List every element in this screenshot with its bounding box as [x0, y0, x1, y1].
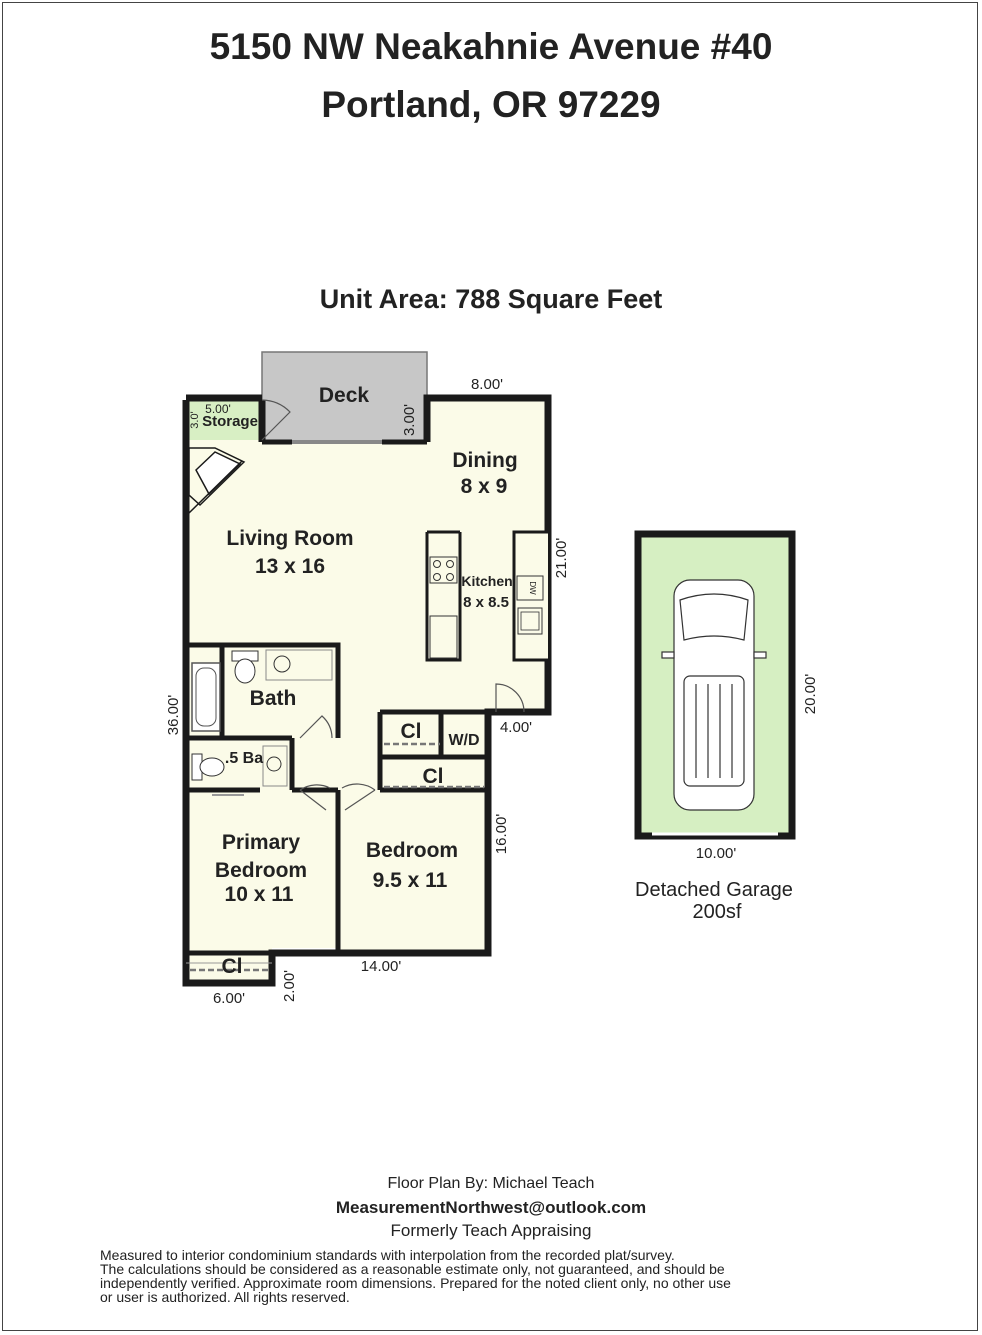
address-line-1: 5150 NW Neakahnie Avenue #40 — [209, 26, 773, 67]
unit-area: Unit Area: 788 Square Feet — [319, 284, 663, 314]
half-bath-walls — [186, 738, 295, 793]
dishwasher — [516, 575, 544, 601]
storage-area — [186, 400, 263, 440]
garage-dim-h: 20.00' — [802, 674, 819, 715]
range — [429, 556, 458, 584]
dim-closet-h: 2.00' — [281, 970, 298, 1002]
closet-label-3: Cl — [222, 955, 243, 978]
dim-bedroom: 16.00' — [493, 814, 510, 855]
dishwasher-label: DW — [528, 581, 537, 595]
primary-bedroom-label-1: Primary — [222, 831, 301, 854]
living-room-size: 13 x 16 — [255, 555, 325, 578]
kitchen-size: 8 x 8.5 — [463, 594, 509, 611]
storage-label: Storage — [202, 413, 258, 430]
dim-closet-w: 6.00' — [213, 990, 245, 1007]
half-bath-label: .5 Ba — [225, 750, 263, 767]
bedroom-walls — [183, 709, 488, 983]
living-room-label: Living Room — [226, 527, 353, 550]
deck-label: Deck — [319, 384, 370, 407]
disclaimer: Measured to interior condominium standar… — [100, 1248, 890, 1304]
disclaimer-line-2: The calculations should be considered as… — [100, 1261, 725, 1277]
storage-dim-w: 5.00' — [205, 402, 231, 416]
bedroom-size: 9.5 x 11 — [373, 869, 448, 892]
dining-size: 8 x 9 — [461, 475, 508, 498]
deck-dim: 3.00' — [401, 404, 418, 436]
dim-right: 21.00' — [553, 538, 570, 579]
garage-label: Detached Garage — [635, 879, 793, 901]
kitchen-label: Kitchen — [461, 573, 512, 589]
washer-dryer-label: W/D — [448, 732, 479, 749]
exterior-walls — [182, 394, 552, 987]
kitchen-sink — [517, 607, 543, 635]
bath-walls — [186, 642, 341, 741]
bedroom-label: Bedroom — [366, 839, 458, 862]
bath-door — [299, 715, 333, 739]
footer-author: Floor Plan By: Michael Teach — [387, 1175, 595, 1192]
bath-label: Bath — [250, 687, 297, 710]
storage-door — [261, 399, 291, 441]
garage-dim-w: 10.00' — [696, 845, 737, 862]
disclaimer-line-3: independently verified. Approximate room… — [100, 1275, 731, 1291]
disclaimer-line-4: or user is authorized. All rights reserv… — [100, 1289, 350, 1305]
bedroom-door — [341, 783, 376, 811]
refrigerator — [429, 615, 458, 659]
footer-email: MeasurementNorthwest@outlook.com — [335, 1198, 647, 1217]
address-line-2: Portland, OR 97229 — [321, 84, 661, 125]
car-icon — [661, 579, 767, 811]
primary-bedroom-label-2: Bedroom — [215, 859, 307, 882]
storage-dim-h: 3.0' — [189, 411, 201, 428]
primary-bedroom-door — [299, 784, 331, 811]
closet-label-2: Cl — [423, 765, 444, 788]
entry-door — [495, 683, 525, 713]
closet-doors — [190, 742, 484, 972]
dim-bottom: 14.00' — [361, 958, 402, 975]
kitchen-cabinets — [425, 530, 548, 662]
bath-vanity — [265, 649, 333, 681]
dim-left: 36.00' — [165, 695, 182, 736]
dim-top: 8.00' — [471, 376, 503, 393]
footer-formerly: Formerly Teach Appraising — [390, 1221, 592, 1240]
half-bath-vanity — [262, 745, 288, 787]
disclaimer-line-1: Measured to interior condominium standar… — [100, 1247, 675, 1263]
dining-label: Dining — [452, 449, 517, 472]
primary-bedroom-size: 10 x 11 — [225, 883, 294, 906]
dim-entry: 4.00' — [500, 719, 532, 736]
garage-area: 200sf — [693, 901, 742, 923]
closet-label-1: Cl — [401, 720, 422, 743]
